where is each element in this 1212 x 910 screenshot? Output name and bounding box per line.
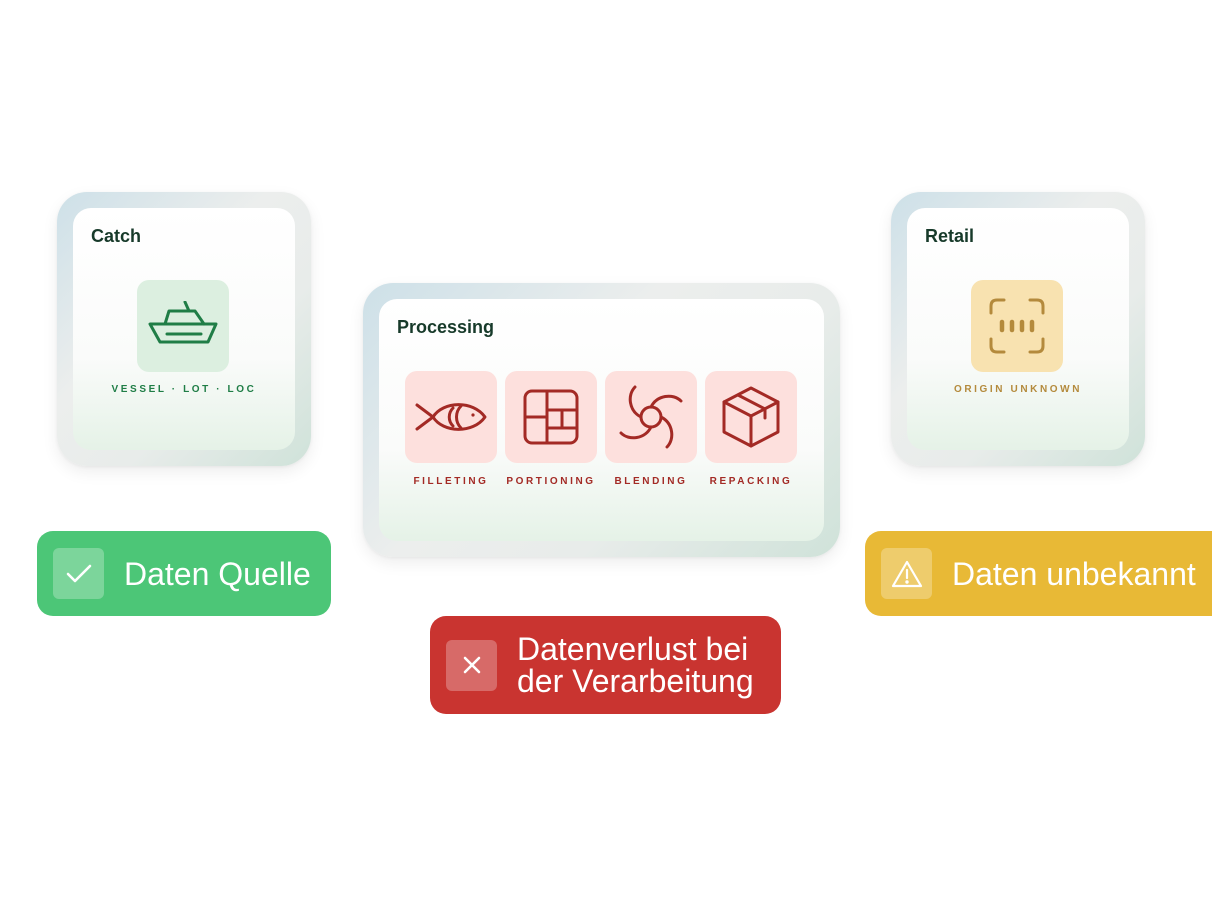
check-icon — [66, 564, 91, 582]
retail-card-body: Retail ORIGIN UNKNOWN — [907, 208, 1129, 450]
retail-caption: ORIGIN UNKNOWN — [953, 384, 1083, 395]
step-repacking-tile — [705, 371, 797, 463]
catch-caption: VESSEL · LOT · LOC — [111, 384, 257, 395]
loss-status-line2: der Verarbeitung — [517, 663, 754, 699]
step-portioning-tile — [505, 371, 597, 463]
step-repacking-label: REPACKING — [709, 476, 793, 487]
boat-icon — [148, 301, 218, 344]
retail-icon-tile — [971, 280, 1063, 372]
catch-title: Catch — [91, 226, 142, 246]
box-icon — [722, 386, 780, 448]
processing-card: Processing FILLETING PORTIONING — [363, 283, 840, 557]
step-blending-label: BLENDING — [614, 476, 688, 487]
source-status-badge: Daten Quelle — [37, 531, 331, 616]
catch-card-body: Catch VESSEL · LOT · LOC — [73, 208, 295, 450]
close-icon — [463, 656, 480, 674]
catch-icon-tile — [137, 280, 229, 372]
retail-title: Retail — [925, 226, 975, 246]
loss-status-text: Datenverlust bei der Verarbeitung — [517, 633, 754, 697]
unknown-status-badge: Daten unbekannt — [865, 531, 1212, 616]
step-portioning-label: PORTIONING — [506, 476, 596, 487]
grid-icon — [523, 389, 579, 445]
catch-card: Catch VESSEL · LOT · LOC — [57, 192, 311, 466]
step-filleting-tile — [405, 371, 497, 463]
fish-icon — [415, 403, 487, 431]
check-icon-box — [53, 548, 104, 599]
step-filleting-label: FILLETING — [413, 476, 489, 487]
source-status-text: Daten Quelle — [124, 555, 311, 592]
loss-status-badge: Datenverlust bei der Verarbeitung — [430, 616, 781, 714]
loss-status-line1: Datenverlust bei — [517, 631, 749, 667]
warning-icon-box — [881, 548, 932, 599]
processing-title: Processing — [397, 317, 495, 337]
close-icon-box — [446, 639, 497, 691]
barcode-scan-icon — [989, 298, 1045, 354]
processing-card-body: Processing FILLETING PORTIONING — [379, 299, 824, 541]
swirl-icon — [619, 385, 683, 449]
retail-card: Retail ORIGIN UNKNOWN — [891, 192, 1145, 466]
step-blending-tile — [605, 371, 697, 463]
warning-icon — [891, 560, 922, 587]
unknown-status-text: Daten unbekannt — [952, 555, 1196, 592]
